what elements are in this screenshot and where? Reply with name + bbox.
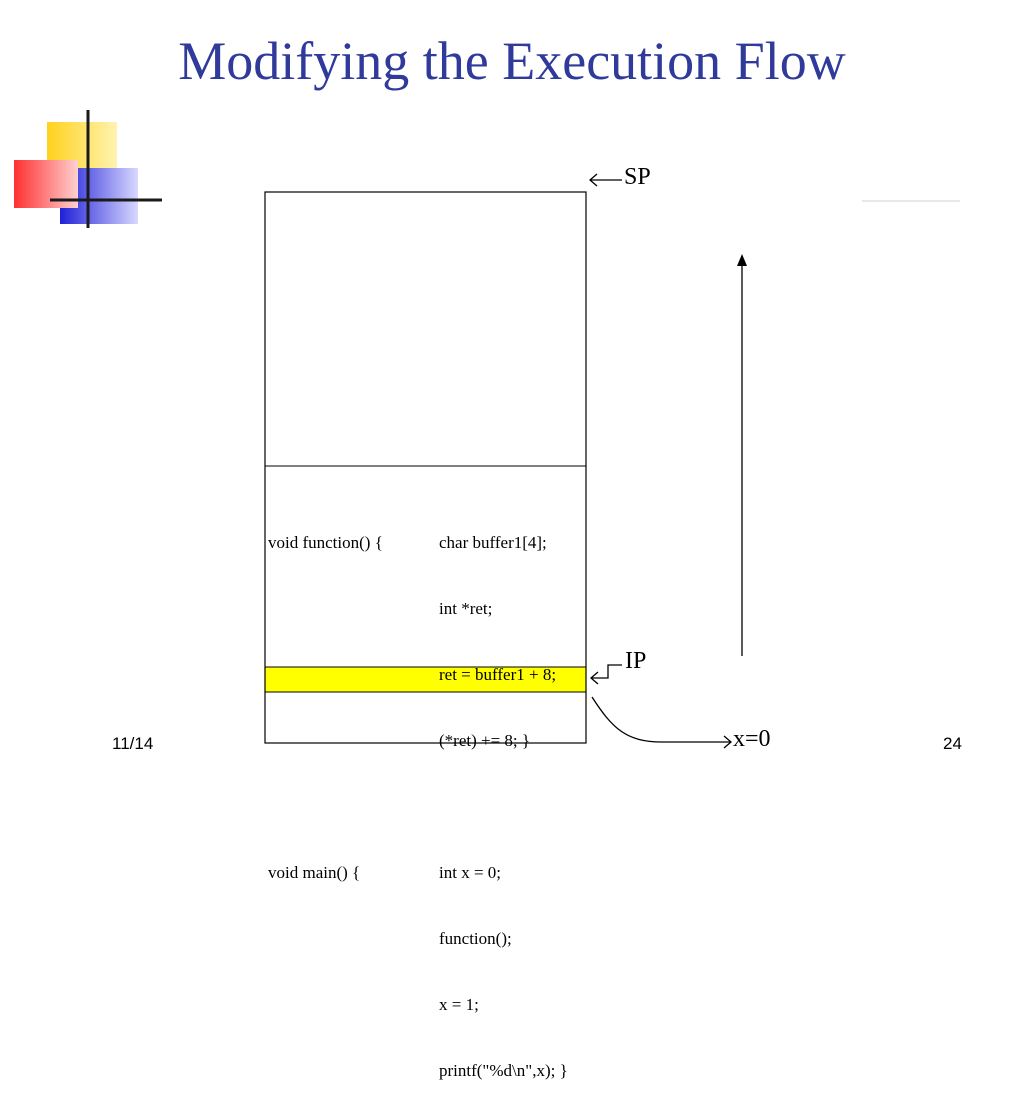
code-line: (*ret) += 8; } [439,731,531,750]
curve-arrow-icon [591,696,732,749]
stack-diagram [264,173,960,749]
ip-label: IP [625,648,647,674]
code-line [268,664,383,686]
code-line [439,796,568,818]
slide-title: Modifying the Execution Flow [178,31,846,91]
code-right-column: char buffer1[4]; int *ret; ret = buffer1… [439,488,568,1104]
code-line [268,796,383,818]
code-line: x = 1; [439,995,479,1014]
code-left-column: void function() { void main() { [268,488,383,906]
sp-label: SP [624,164,651,190]
code-line [268,598,383,620]
code-line: void main() { [268,863,361,882]
up-arrow-icon [737,254,747,656]
code-line: int x = 0; [439,863,502,882]
code-line: char buffer1[4]; [439,533,547,552]
highlight-row [265,667,586,692]
code-line: function(); [439,929,512,948]
sp-arrow-icon [589,173,622,187]
code-line: ret = buffer1 + 8; [439,665,557,684]
ip-arrow-icon [590,664,622,685]
footer-page-number: 24 [943,734,962,753]
code-line: void function() { [268,533,383,552]
code-line: printf("%d\n",x); } [439,1061,568,1080]
footer-date: 11/14 [112,734,154,753]
stack-box [264,191,587,744]
code-line [268,730,383,752]
slide-logo-icon [14,110,162,228]
code-line: int *ret; [439,599,493,618]
x-value-label: x=0 [733,726,771,752]
